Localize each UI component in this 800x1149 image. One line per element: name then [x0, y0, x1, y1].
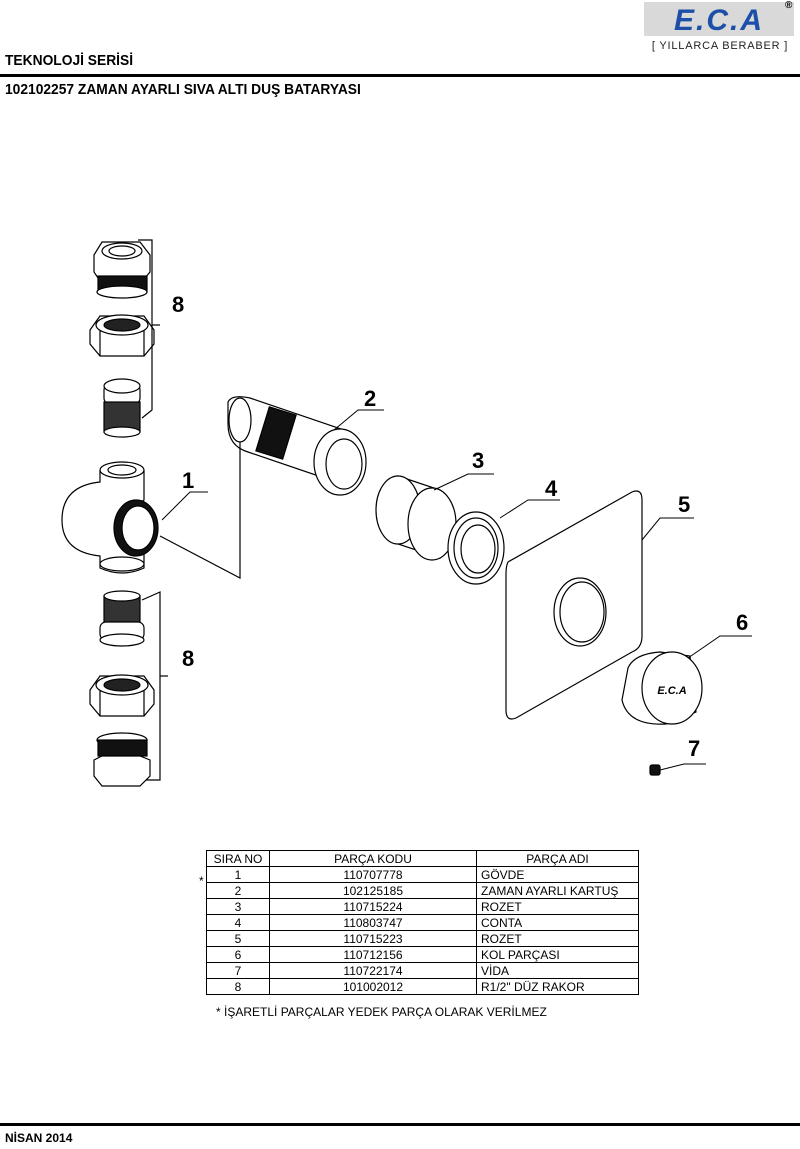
row-no: 8 — [206, 978, 270, 995]
row-code: 110722174 — [269, 962, 477, 979]
callout-7: 7 — [688, 736, 700, 761]
row-code: 110803747 — [269, 914, 477, 931]
callout-3: 3 — [472, 448, 484, 473]
document-date: NİSAN 2014 — [5, 1131, 73, 1145]
bottom-threaded-nipple — [99, 590, 145, 647]
table-row: 7 110722174 VİDA — [206, 962, 639, 979]
header-sira-no: SIRA NO — [206, 850, 270, 867]
leader-7 — [659, 763, 706, 771]
row-code: 110712156 — [269, 946, 477, 963]
handle-knob: E.C.A — [621, 651, 703, 725]
non-spare-marker: * — [199, 874, 204, 888]
row-no: 1 — [206, 866, 270, 883]
row-no: 6 — [206, 946, 270, 963]
leader-5 — [641, 517, 694, 541]
leader-6 — [687, 635, 752, 659]
row-no: 2 — [206, 882, 270, 899]
bottom-hex-nut — [89, 674, 155, 717]
rosette-sleeve — [375, 475, 457, 561]
row-name: ROZET — [476, 930, 639, 947]
header-parca-adi: PARÇA ADI — [476, 850, 639, 867]
eca-logo-graphic: E.C.A — [674, 4, 764, 36]
leader-1 — [161, 491, 208, 521]
row-name: ROZET — [476, 898, 639, 915]
leader-3 — [433, 473, 494, 491]
table-row: 6 110712156 KOL PARÇASI — [206, 946, 639, 963]
table-row: 1 110707778 GÖVDE — [206, 866, 639, 883]
gasket-conta — [447, 511, 505, 585]
callout-5: 5 — [678, 492, 690, 517]
timed-cartridge — [227, 396, 367, 496]
series-label: TEKNOLOJİ SERİSİ — [5, 52, 134, 69]
product-title: 102102257 ZAMAN AYARLI SIVA ALTI DUŞ BAT… — [5, 81, 361, 98]
callout-4: 4 — [545, 476, 558, 501]
brand-slogan: [ YILLARCA BERABER ] — [651, 40, 789, 52]
bottom-rakor-nut — [93, 732, 151, 787]
row-code: 110707778 — [269, 866, 477, 883]
brand-logo: E.C.A — [644, 2, 794, 36]
callout-6: 6 — [736, 610, 748, 635]
callout-8-bottom: 8 — [182, 646, 194, 671]
row-no: 7 — [206, 962, 270, 979]
leader-2 — [333, 409, 384, 431]
footer-divider — [0, 1123, 800, 1126]
cover-plate-rozet — [505, 490, 643, 720]
valve-body-gövde — [61, 461, 159, 574]
row-code: 101002012 — [269, 978, 477, 995]
table-header-row: SIRA NO PARÇA KODU PARÇA ADI — [206, 850, 639, 867]
table-row: 4 110803747 CONTA — [206, 914, 639, 931]
row-no: 4 — [206, 914, 270, 931]
row-name: ZAMAN AYARLI KARTUŞ — [476, 882, 639, 899]
row-no: 3 — [206, 898, 270, 915]
row-no: 5 — [206, 930, 270, 947]
table-row: 3 110715224 ROZET — [206, 898, 639, 915]
row-name: CONTA — [476, 914, 639, 931]
top-rakor-nut-1 — [93, 241, 151, 299]
callout-2: 2 — [364, 386, 376, 411]
callout-8-top: 8 — [172, 292, 184, 317]
table-row: 8 101002012 R1/2" DÜZ RAKOR — [206, 978, 639, 995]
knob-logo: E.C.A — [657, 685, 686, 697]
row-name: R1/2" DÜZ RAKOR — [476, 978, 639, 995]
row-code: 110715223 — [269, 930, 477, 947]
row-code: 110715224 — [269, 898, 477, 915]
table-row: 2 102125185 ZAMAN AYARLI KARTUŞ — [206, 882, 639, 899]
top-hex-nut — [89, 314, 155, 357]
row-code: 102125185 — [269, 882, 477, 899]
parts-table: SIRA NO PARÇA KODU PARÇA ADI 1 110707778… — [206, 850, 639, 995]
screw-vida — [649, 764, 661, 776]
header-divider — [0, 74, 800, 77]
leader-4 — [499, 499, 560, 519]
table-row: 5 110715223 ROZET — [206, 930, 639, 947]
header-parca-kodu: PARÇA KODU — [269, 850, 477, 867]
callout-1: 1 — [182, 468, 194, 493]
registered-mark: ® — [785, 0, 793, 11]
row-name: VİDA — [476, 962, 639, 979]
row-name: GÖVDE — [476, 866, 639, 883]
row-name: KOL PARÇASI — [476, 946, 639, 963]
top-threaded-nipple — [103, 378, 141, 438]
brand-logo-text: E.C.A — [674, 4, 764, 36]
spare-parts-note: * İŞARETLİ PARÇALAR YEDEK PARÇA OLARAK V… — [216, 1005, 547, 1019]
